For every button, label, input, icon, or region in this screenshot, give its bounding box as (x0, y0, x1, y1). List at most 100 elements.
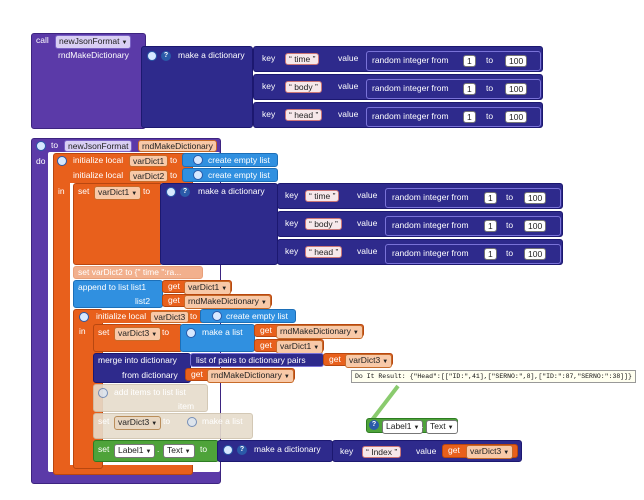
property-dropdown[interactable]: Text▼ (426, 420, 458, 434)
get-label: get (168, 295, 180, 305)
method-name[interactable]: rndMakeDictionary (138, 140, 217, 152)
gear-icon[interactable] (212, 311, 222, 321)
random-integer-block[interactable] (385, 244, 561, 264)
to-label: to (506, 220, 514, 230)
create-empty-list-block[interactable] (200, 309, 296, 323)
var-name[interactable]: varDict2 (129, 170, 169, 182)
var-name[interactable]: varDict3 (150, 311, 190, 323)
create-empty-list-block[interactable] (182, 168, 278, 182)
key-label: key (340, 446, 354, 456)
random-label: random integer from (372, 83, 449, 93)
make-dict-label: make a dictionary (254, 444, 321, 454)
collapsed-set-block[interactable] (73, 266, 203, 279)
to-label: to (506, 248, 514, 258)
var-dropdown[interactable]: varDict1▼ (276, 340, 324, 354)
num-from[interactable]: 1 (484, 192, 497, 204)
empty-list-label: create empty list (208, 155, 270, 165)
create-empty-list-block[interactable] (182, 153, 278, 167)
set-label: set (98, 416, 110, 426)
random-integer-block[interactable] (366, 79, 541, 99)
merge-dictionary-block[interactable] (93, 353, 191, 383)
init-label-1: initialize local (73, 155, 124, 165)
var-dropdown[interactable]: varDict3▼ (345, 354, 393, 368)
var-dropdown[interactable]: rndMakeDictionary▼ (276, 325, 363, 339)
gear-icon[interactable] (147, 51, 157, 61)
text-key[interactable]: “ Index ” (362, 446, 402, 458)
key-label: key (262, 109, 276, 119)
append-label: append to list list1 (78, 282, 147, 292)
random-integer-block[interactable] (385, 216, 561, 236)
num-to[interactable]: 100 (505, 55, 528, 67)
component-dropdown[interactable]: Label1▼ (114, 444, 156, 458)
random-integer-block[interactable] (366, 51, 541, 71)
property-dropdown[interactable]: Text▼ (163, 444, 195, 458)
num-to[interactable]: 100 (524, 248, 547, 260)
component-dropdown[interactable]: Label1▼ (382, 420, 424, 434)
gear-icon[interactable] (223, 445, 233, 455)
var-name[interactable]: varDict1 (129, 155, 169, 167)
value-label: value (357, 218, 378, 228)
to-label: to (506, 192, 514, 202)
add-items-label: add items to list list (114, 387, 186, 397)
append-to-list-block[interactable] (73, 280, 163, 308)
var-dropdown[interactable]: rndMakeDictionary▼ (184, 295, 271, 309)
var-dropdown[interactable]: varDict3▼ (466, 445, 514, 459)
num-from[interactable]: 1 (484, 248, 497, 260)
set-label: set (98, 327, 110, 337)
gear-icon[interactable] (79, 312, 89, 322)
num-from[interactable]: 1 (463, 83, 476, 95)
gear-icon[interactable] (57, 156, 67, 166)
to-label: to (163, 416, 171, 426)
gear-icon[interactable] (193, 170, 203, 180)
text-key[interactable]: “ head ” (285, 109, 323, 121)
var-dropdown[interactable]: rndMakeDictionary▼ (207, 369, 294, 383)
component-dropdown[interactable]: newJsonFormat▼ (55, 35, 132, 49)
text-key[interactable]: “ time ” (285, 53, 320, 65)
dot-separator: . (421, 420, 424, 430)
help-icon[interactable]: ? (369, 420, 379, 430)
merge-label: merge into dictionary (98, 355, 177, 365)
random-label: random integer from (372, 55, 449, 65)
help-icon[interactable]: ? (161, 51, 171, 61)
text-key[interactable]: “ head ” (305, 246, 343, 258)
var-dropdown[interactable]: varDict1▼ (184, 281, 232, 295)
random-integer-block[interactable] (385, 188, 561, 208)
gear-icon[interactable] (36, 141, 46, 151)
key-label: key (262, 81, 276, 91)
num-from[interactable]: 1 (463, 111, 476, 123)
text-key[interactable]: “ time ” (305, 190, 340, 202)
text-key[interactable]: “ body ” (285, 81, 322, 93)
gear-icon[interactable] (186, 328, 196, 338)
to-label: to (162, 327, 170, 337)
make-dictionary-block[interactable] (160, 183, 278, 265)
text-key[interactable]: “ body ” (305, 218, 342, 230)
var-dropdown[interactable]: varDict3▼ (114, 327, 162, 341)
make-dict-label: make a dictionary (198, 186, 265, 196)
disabled-add-items-block[interactable] (93, 384, 208, 412)
num-from[interactable]: 1 (484, 220, 497, 232)
call-procedure-block[interactable] (31, 33, 146, 129)
value-label: value (357, 246, 378, 256)
gear-icon[interactable] (166, 187, 176, 197)
key-label: key (285, 218, 299, 228)
num-to[interactable]: 100 (524, 192, 547, 204)
value-label: value (338, 53, 359, 63)
var-dropdown[interactable]: varDict3▼ (114, 416, 162, 430)
random-integer-block[interactable] (366, 107, 541, 127)
make-dict-label: make a dictionary (178, 50, 245, 60)
item-label: item (178, 401, 195, 411)
num-to[interactable]: 100 (505, 111, 528, 123)
help-icon[interactable]: ? (237, 445, 247, 455)
num-from[interactable]: 1 (463, 55, 476, 67)
to-label: to (486, 83, 494, 93)
num-to[interactable]: 100 (505, 83, 528, 95)
gear-icon[interactable] (193, 155, 203, 165)
gear-icon[interactable] (98, 388, 108, 398)
component-name[interactable]: newJsonFormat (64, 140, 133, 152)
make-dictionary-block[interactable] (141, 46, 253, 128)
var-dropdown[interactable]: varDict1▼ (94, 186, 142, 200)
do-it-result-text: Do It Result: {"Head":[["ID:",41],["SERN… (355, 373, 632, 380)
num-to[interactable]: 100 (524, 220, 547, 232)
gear-icon[interactable] (187, 417, 197, 427)
help-icon[interactable]: ? (180, 187, 190, 197)
